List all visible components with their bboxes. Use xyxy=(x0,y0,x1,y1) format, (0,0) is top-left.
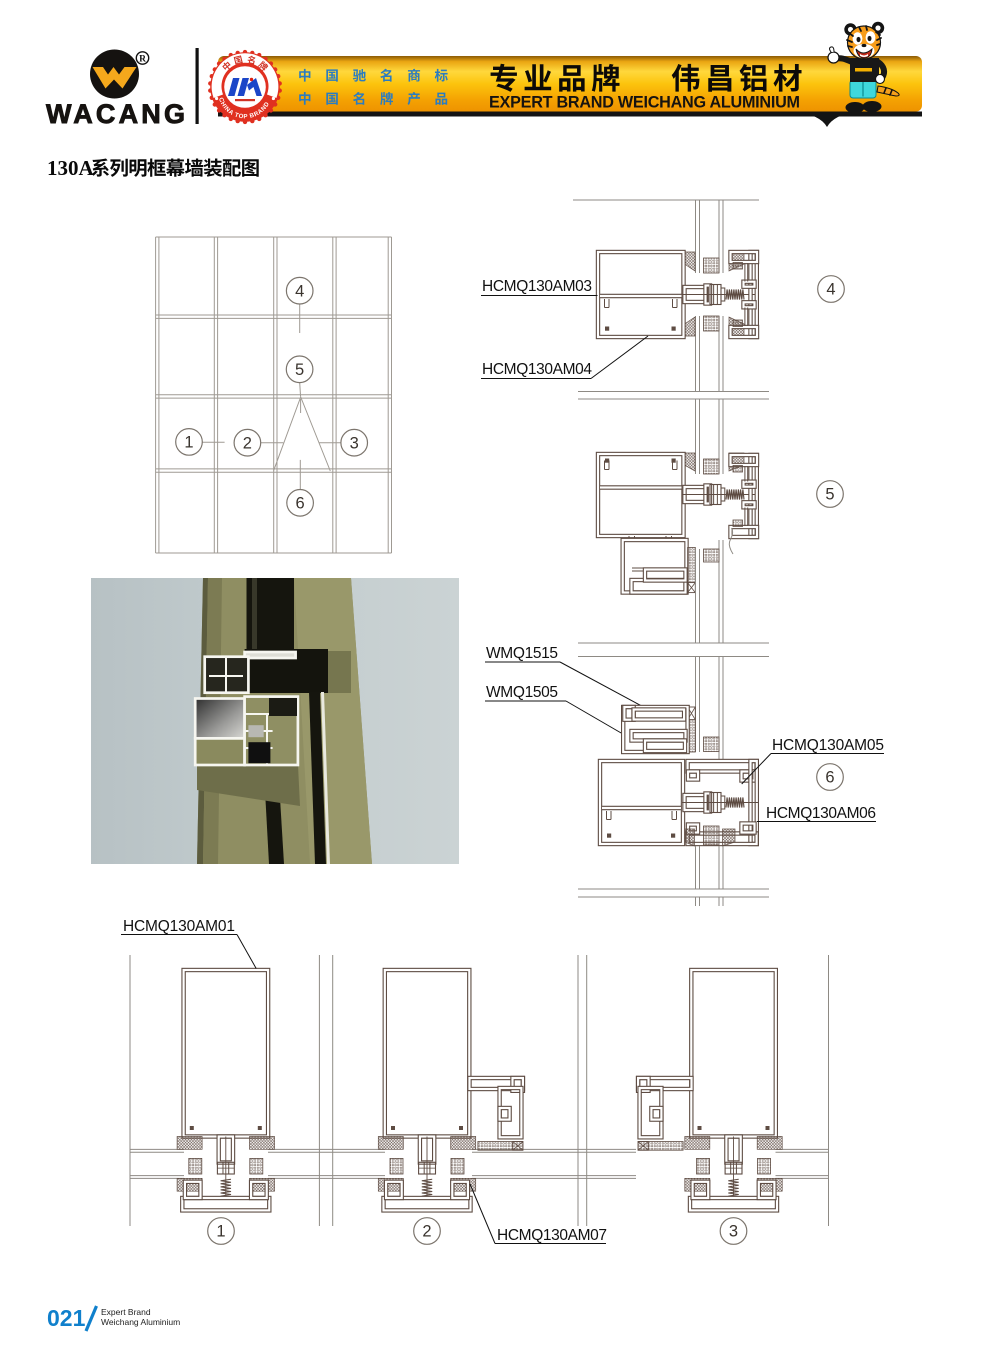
svg-text:2: 2 xyxy=(243,434,252,452)
svg-text:Weichang Aluminium: Weichang Aluminium xyxy=(101,1317,180,1327)
svg-text:HCMQ130AM05: HCMQ130AM05 xyxy=(772,737,884,754)
svg-text:HCMQ130AM06: HCMQ130AM06 xyxy=(766,805,876,822)
svg-text:HCMQ130AM03: HCMQ130AM03 xyxy=(482,278,592,295)
svg-text:4: 4 xyxy=(295,282,304,300)
svg-text:021: 021 xyxy=(47,1305,86,1331)
svg-text:3: 3 xyxy=(729,1223,738,1241)
svg-text:130A: 130A xyxy=(47,156,95,180)
svg-text:1: 1 xyxy=(216,1223,225,1241)
svg-text:EXPERT BRAND WEICHANG ALUMINIU: EXPERT BRAND WEICHANG ALUMINIUM xyxy=(489,94,800,112)
svg-text:WMQ1515: WMQ1515 xyxy=(486,645,558,662)
svg-text:WACANG: WACANG xyxy=(46,99,187,129)
svg-text:6: 6 xyxy=(296,494,305,512)
svg-text:2: 2 xyxy=(422,1223,431,1241)
svg-text:3: 3 xyxy=(350,434,359,452)
svg-text:HCMQ130AM01: HCMQ130AM01 xyxy=(123,918,235,935)
svg-text:5: 5 xyxy=(825,486,834,504)
svg-text:R: R xyxy=(139,55,146,65)
svg-text:HCMQ130AM07: HCMQ130AM07 xyxy=(497,1227,607,1244)
svg-text:WMQ1505: WMQ1505 xyxy=(486,684,558,701)
svg-text:4: 4 xyxy=(826,281,835,299)
svg-text:6: 6 xyxy=(825,769,834,787)
svg-text:Expert Brand: Expert Brand xyxy=(101,1307,151,1317)
svg-text:HCMQ130AM04: HCMQ130AM04 xyxy=(482,361,592,378)
svg-text:1: 1 xyxy=(184,434,193,452)
svg-text:5: 5 xyxy=(295,361,304,379)
